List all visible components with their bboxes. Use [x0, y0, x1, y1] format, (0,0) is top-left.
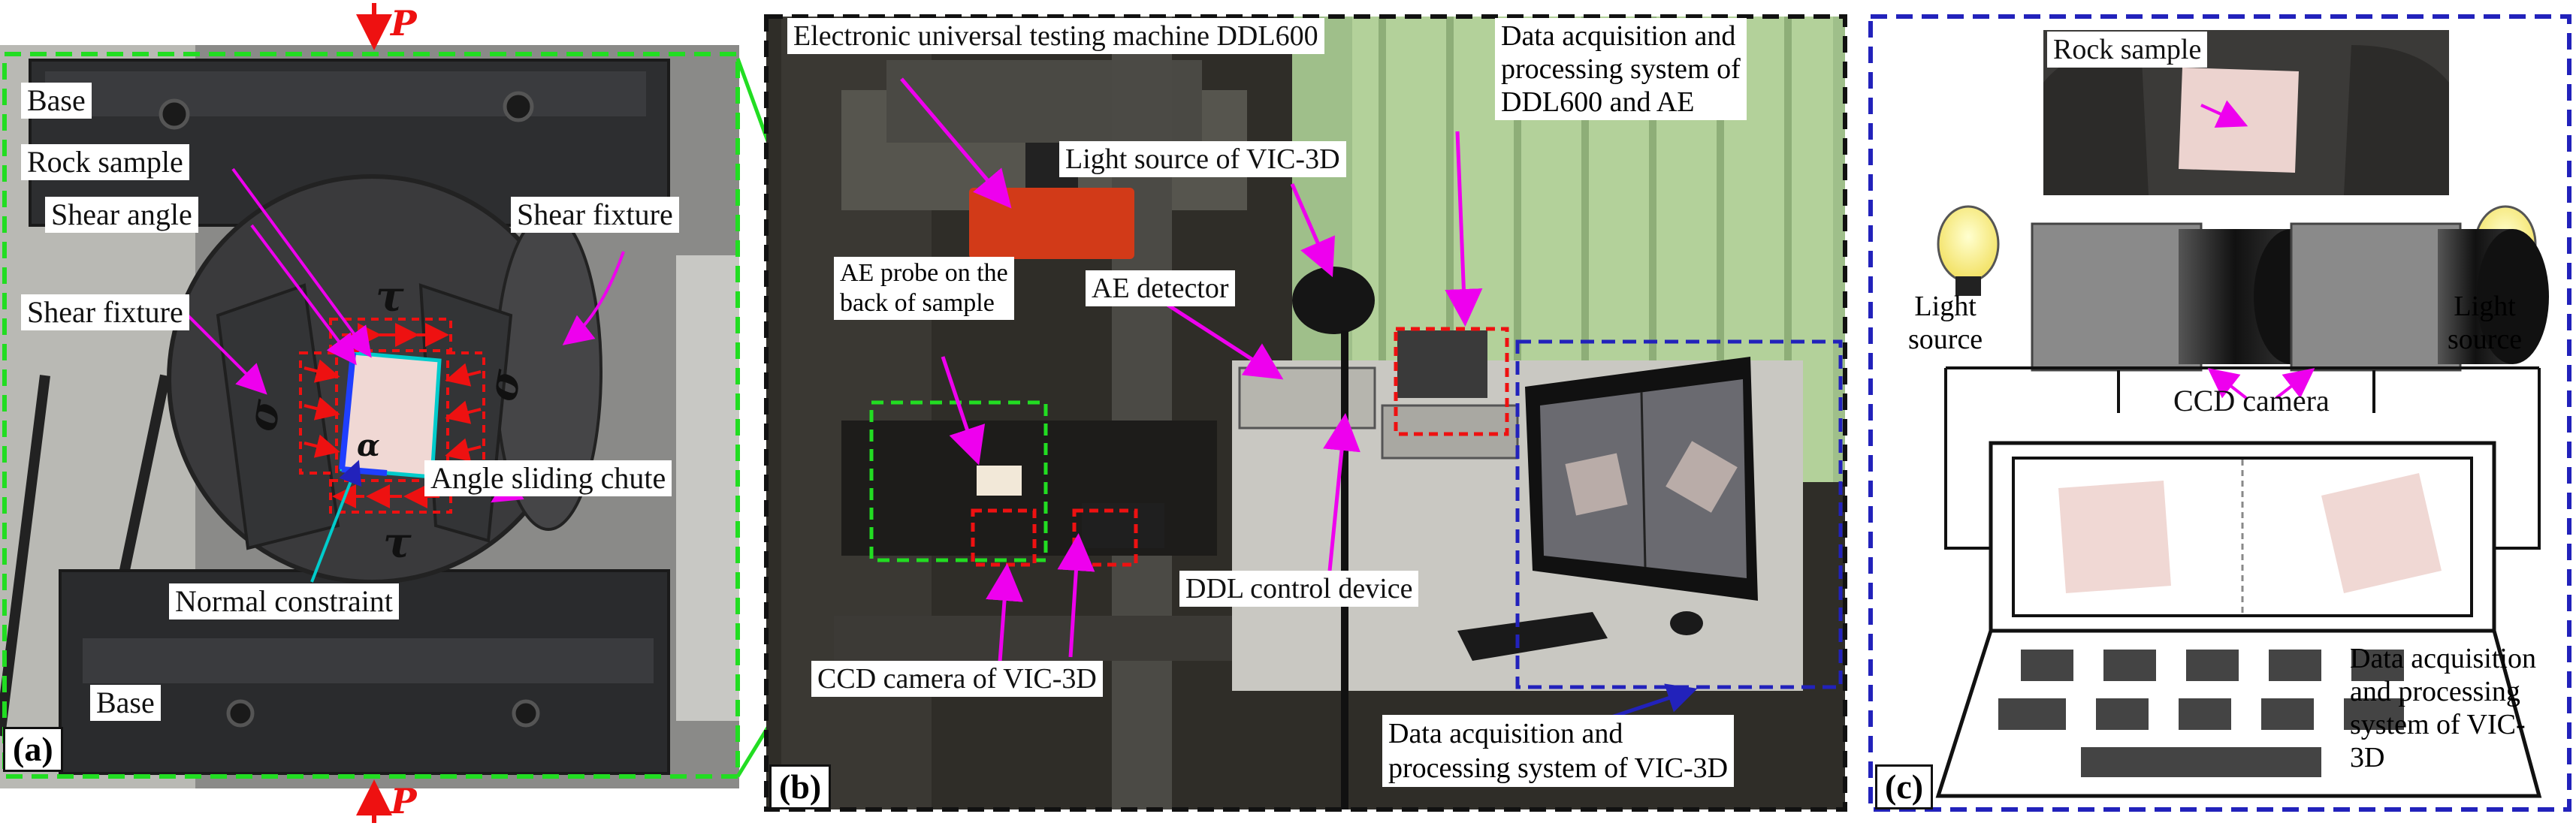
label-shear-angle: Shear angle — [45, 197, 198, 233]
label-light-source-vic: Light source of VIC-3D — [1059, 141, 1346, 177]
rock-sample-square — [2179, 68, 2299, 173]
normal-constraint-pointer — [310, 460, 362, 583]
bolt — [512, 699, 540, 728]
label-ddl-control-device: DDL control device — [1179, 571, 1419, 607]
panel-a-green-frame — [2, 52, 740, 779]
panel-b-black-frame — [764, 14, 1847, 812]
bolt — [226, 699, 255, 728]
shear-plane-line — [339, 352, 356, 470]
label-normal-constraint: Normal constraint — [169, 583, 399, 620]
ccd-camera-left-icon — [2031, 222, 2329, 372]
ddl-control-unit — [1381, 404, 1519, 460]
label-light-source-right: Light source — [2448, 291, 2523, 355]
label-ae-probe: AE probe on the back of sample — [834, 257, 1014, 320]
light-bulb-left-icon — [1937, 205, 2000, 296]
ae-detector-unit — [1238, 366, 1376, 430]
panel-a-pointer-arrows — [186, 167, 625, 503]
keyboard — [1457, 612, 1608, 661]
laptop-keys — [1998, 650, 2404, 777]
mouse — [1670, 611, 1703, 635]
ccd-camera-right-icon — [2290, 222, 2549, 372]
label-rock-sample-c: Rock sample — [2047, 32, 2208, 68]
label-rock-sample-a: Rock sample — [21, 144, 189, 180]
panel-a-tag: (a) — [3, 727, 63, 772]
label-daq-vic-c: Data acquisition and processing system o… — [2350, 643, 2536, 773]
load-p-bottom: P — [391, 781, 417, 821]
label-ccd-camera-vic: CCD camera of VIC-3D — [811, 661, 1103, 697]
daq-ddl-red-box — [1394, 327, 1509, 436]
alpha-symbol: α — [357, 428, 380, 463]
panel-c-tag: (c) — [1875, 764, 1934, 809]
ccd-red-box-1 — [971, 508, 1037, 567]
panel-b — [764, 14, 1847, 812]
tau-bottom-symbol: τ — [383, 518, 412, 568]
label-shear-fixture-right: Shear fixture — [511, 197, 679, 233]
laptop-image-left — [2058, 481, 2171, 593]
panel-c — [1868, 14, 2571, 812]
sigma-right-box — [446, 351, 485, 475]
vic-light-source — [1292, 267, 1375, 334]
label-shear-fixture-left: Shear fixture — [21, 294, 189, 330]
bolt — [159, 98, 190, 130]
label-light-source-left: Light source — [1908, 291, 1983, 355]
label-testing-machine: Electronic universal testing machine DDL… — [787, 18, 1324, 54]
stress-arrows — [304, 323, 482, 508]
load-p-top: P — [391, 3, 417, 44]
panel-b-pointer-arrows — [900, 77, 1483, 673]
label-base-bottom: Base — [90, 685, 161, 721]
label-daq-ddl-ae: Data acquisition and processing system o… — [1495, 18, 1747, 120]
label-daq-vic: Data acquisition and processing system o… — [1382, 715, 1735, 787]
label-base-top: Base — [21, 83, 92, 119]
laptop-image-right — [2321, 473, 2442, 593]
label-ccd-camera-c: CCD camera — [2173, 384, 2330, 418]
bolt — [503, 91, 534, 122]
tau-bottom-box — [329, 479, 452, 514]
machine-column — [1112, 17, 1172, 809]
label-ae-detector: AE detector — [1086, 270, 1235, 306]
label-angle-sliding-chute: Angle sliding chute — [424, 460, 672, 496]
panel-b-tag: (b) — [769, 764, 832, 809]
red-loading-head — [969, 188, 1134, 259]
tau-top-symbol: τ — [376, 272, 404, 321]
